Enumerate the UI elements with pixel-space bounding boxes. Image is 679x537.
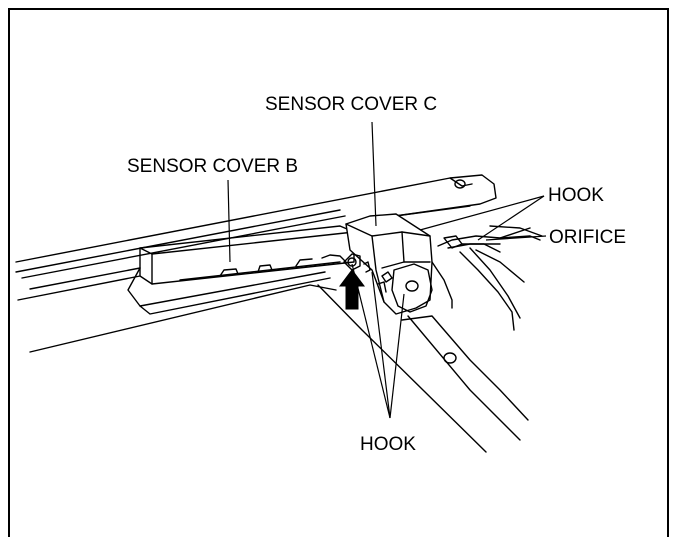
cable-bundle (431, 225, 543, 331)
figure-frame (8, 8, 669, 537)
sensor-cover-c-label: SENSOR COVER C (265, 94, 437, 115)
rail (15, 174, 497, 301)
up-arrow-icon (339, 269, 365, 310)
sensor-cover-c-shape (345, 213, 433, 315)
lower-frame (29, 267, 529, 453)
hook-top-label: HOOK (548, 185, 604, 206)
sensor-cover-b-label: SENSOR COVER B (127, 156, 298, 177)
leader-lines (227, 121, 547, 419)
orifice-label: ORIFICE (549, 227, 626, 248)
hook-bottom-label: HOOK (360, 434, 416, 455)
sensor-cover-b-shape (139, 225, 355, 285)
